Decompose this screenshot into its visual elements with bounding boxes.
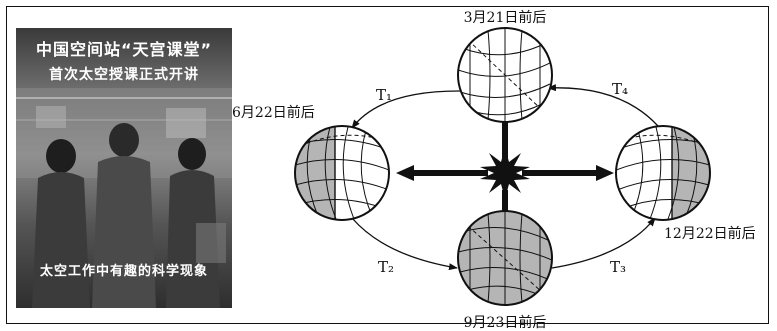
astronauts-illustration [16, 88, 232, 308]
globe-solstice-december-icon [615, 125, 711, 221]
poster-image: 中国空间站“天宫课堂” 首次太空授课正式开讲 太空工作中有趣的科学现象 [16, 28, 232, 308]
orbit-arc-T3 [551, 217, 656, 269]
sun-icon [480, 147, 530, 199]
orbit-arc-T4 [547, 84, 659, 127]
label-T4: T₄ [612, 80, 628, 98]
label-june-22: 6月22日前后 [232, 104, 315, 121]
orbit-arc-T2 [351, 217, 458, 271]
label-T1: T₁ [376, 86, 392, 104]
globe-solstice-june-icon [294, 125, 390, 221]
label-december-22: 12月22日前后 [664, 225, 756, 242]
label-september-23: 9月23日前后 [464, 314, 547, 331]
figure-frame [6, 6, 769, 324]
poster-title-line2: 首次太空授课正式开讲 [49, 67, 199, 83]
globe-equinox-march-icon [457, 27, 553, 123]
poster-caption: 太空工作中有趣的科学现象 [39, 264, 208, 279]
poster-title-line1: 中国空间站“天宫课堂” [35, 40, 213, 59]
label-T2: T₂ [378, 258, 394, 276]
label-march-21: 3月21日前后 [464, 9, 547, 26]
label-T3: T₃ [610, 258, 626, 276]
globe-equinox-september-icon [457, 210, 553, 306]
